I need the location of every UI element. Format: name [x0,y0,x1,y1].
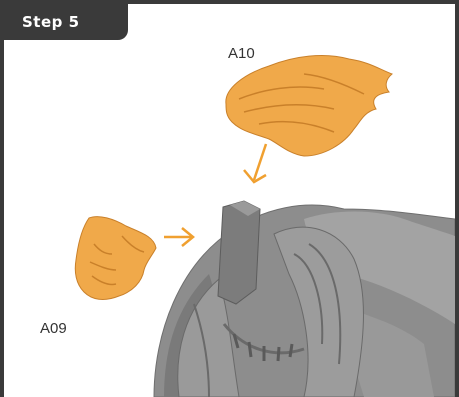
part-label-a09: A09 [40,320,67,337]
part-a09-illustration [75,217,156,300]
arrow-a10-to-body-icon [244,144,266,182]
part-label-a10: A10 [228,45,255,62]
part-a10-illustration [226,55,392,156]
arrow-a09-to-body-icon [164,228,193,246]
model-body [154,201,455,397]
assembly-illustration [4,4,455,397]
